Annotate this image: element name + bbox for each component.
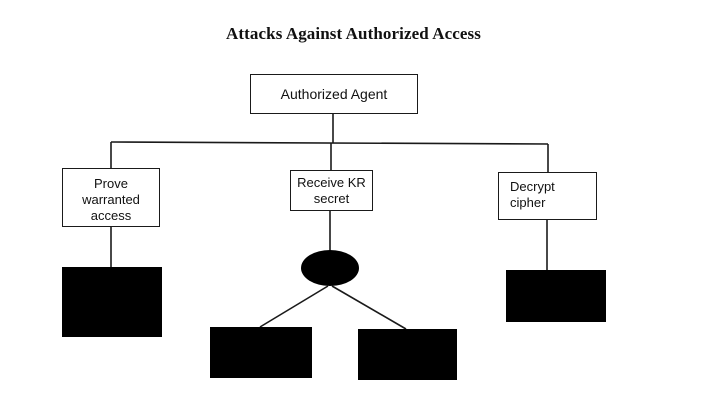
node-decrypt-cipher: Decrypt cipher xyxy=(498,172,597,220)
node-authorized-agent: Authorized Agent xyxy=(250,74,418,114)
node-decrypt-line-2: cipher xyxy=(510,195,546,210)
gate-oval xyxy=(301,250,359,286)
node-receive-line-2: secret xyxy=(313,191,350,206)
node-authorized-agent-label: Authorized Agent xyxy=(280,86,388,102)
redacted-leaf-prove xyxy=(62,267,162,337)
node-prove-line-3: access xyxy=(90,208,132,223)
node-prove-line-1: Prove xyxy=(94,176,128,191)
node-prove-warranted-access: Prove warranted access xyxy=(62,168,160,227)
node-prove-line-2: warranted xyxy=(82,192,140,207)
connector-oval-right xyxy=(331,285,407,330)
redacted-leaf-receive-left xyxy=(210,327,312,378)
connector-bus xyxy=(110,141,549,145)
redacted-leaf-decrypt xyxy=(506,270,606,322)
node-decrypt-line-1: Decrypt xyxy=(510,179,555,194)
node-receive-line-1: Receive KR xyxy=(297,175,366,190)
redacted-leaf-receive-right xyxy=(358,329,457,380)
connector-oval-left xyxy=(259,285,329,328)
node-receive-kr-secret: Receive KR secret xyxy=(290,170,373,211)
diagram-title: Attacks Against Authorized Access xyxy=(226,24,481,43)
